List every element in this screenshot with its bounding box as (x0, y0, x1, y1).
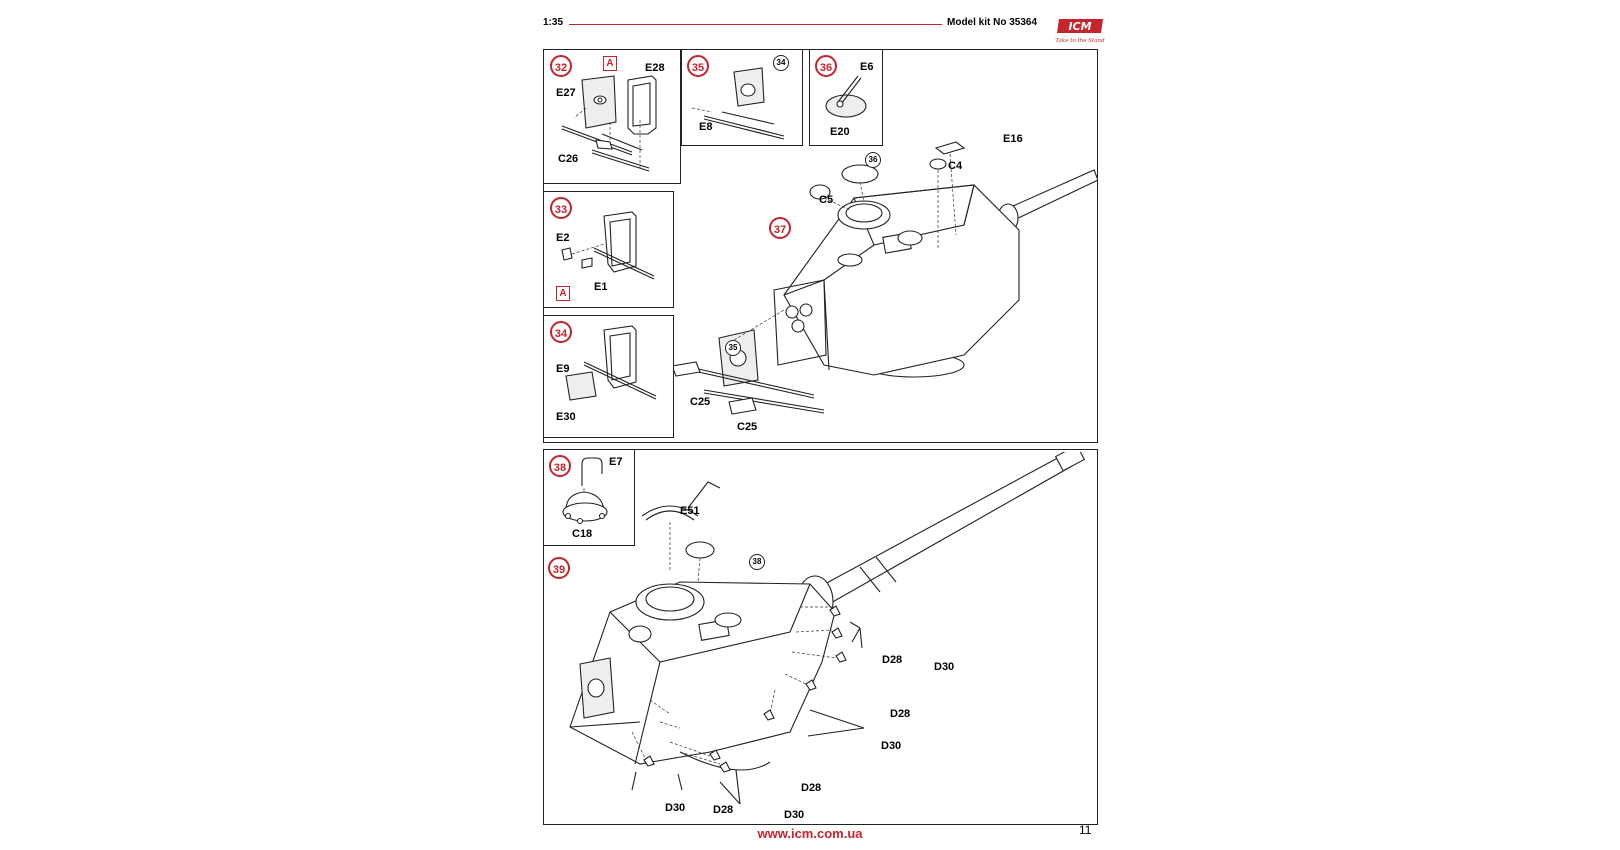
callout-a-box: A (603, 56, 617, 71)
part-label-c26: C26 (558, 153, 579, 165)
part-label-e2: E2 (556, 232, 570, 244)
step-39-turret-drawing (569, 452, 1086, 805)
part-label-c4: C4 (948, 160, 963, 172)
part-label-d28: D28 (890, 708, 911, 720)
step-33-number: 33 (550, 197, 572, 219)
part-label-e7: E7 (609, 456, 623, 468)
page-number: 11 (1079, 823, 1092, 837)
step-34-drawing (565, 325, 657, 401)
step-39-ref-38: 38 (749, 554, 765, 570)
part-label-e20: E20 (830, 126, 850, 138)
part-label-e30: E30 (556, 411, 576, 423)
part-label-e27: E27 (556, 87, 576, 99)
part-label-d28: D28 (713, 804, 734, 816)
part-label-e9: E9 (556, 363, 570, 375)
step-36-box: 36 E6 E20 (809, 49, 883, 146)
part-label-e1: E1 (594, 281, 608, 293)
part-label-d30: D30 (665, 802, 686, 814)
step-35-number: 35 (687, 55, 709, 77)
step-38-box: 38 E7 C18 (543, 449, 635, 546)
part-label-c18: C18 (572, 528, 593, 540)
icm-logo: ICM Take to the Stand (1055, 17, 1105, 47)
part-label-d30: D30 (881, 740, 902, 752)
footer-url[interactable]: www.icm.com.ua (757, 826, 863, 841)
step-35-box: 35 34 E8 (681, 49, 803, 146)
part-label-d28: D28 (882, 654, 903, 666)
part-label-d30: D30 (934, 661, 955, 673)
part-label-d30: D30 (784, 809, 805, 821)
step-36-number: 36 (815, 55, 837, 77)
step-38-number: 38 (549, 455, 571, 477)
step-39-number: 39 (548, 557, 570, 579)
step-37-ref-35: 35 (725, 340, 741, 356)
step-34-number: 34 (550, 321, 572, 343)
part-label-e16: E16 (1003, 133, 1023, 145)
callout-a-box: A (556, 286, 570, 301)
part-label-e6: E6 (860, 61, 874, 73)
step-32-box: 32 A E28 E27 C26 (543, 49, 681, 184)
step-37-turret-drawing (674, 141, 1098, 415)
part-label-e8: E8 (699, 121, 713, 133)
part-label-c25: C25 (737, 421, 758, 433)
part-label-d28: D28 (801, 782, 822, 794)
step-37-ref-36: 36 (865, 152, 881, 168)
step-33-box: 33 E2 E1 A (543, 191, 674, 308)
step-38-drawing (562, 457, 608, 525)
step-32-number: 32 (550, 55, 572, 77)
header-rule (569, 24, 942, 25)
step-36-drawing (825, 75, 867, 118)
part-label-c25: C25 (690, 396, 711, 408)
svg-text:Take to the Stand: Take to the Stand (1055, 38, 1105, 44)
part-label-e28: E28 (645, 62, 665, 74)
step-35-drawing (691, 67, 785, 140)
scale-label: 1:35 (543, 17, 564, 28)
part-label-c5: C5 (819, 194, 834, 206)
svg-text:ICM: ICM (1068, 20, 1091, 33)
step-35-ref-34: 34 (773, 55, 789, 71)
kit-number: Model kit No 35364 (947, 17, 1038, 28)
step-37-number: 37 (769, 217, 791, 239)
step-34-box: 34 E9 E30 (543, 315, 674, 438)
step-32-drawing (561, 75, 657, 172)
step-33-drawing (561, 211, 655, 280)
part-label-e51: E51 (680, 505, 700, 517)
